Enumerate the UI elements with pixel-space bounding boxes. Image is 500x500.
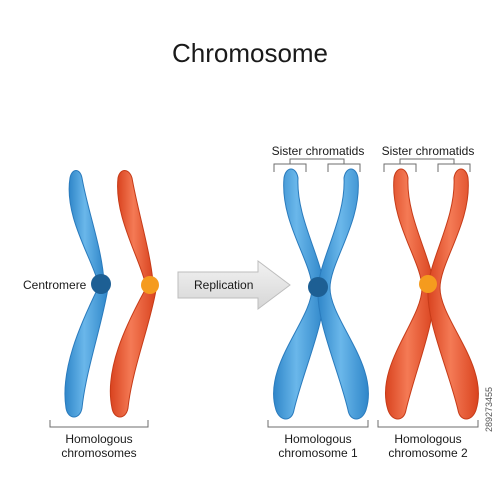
- sister-chromatids-label-1: Sister chromatids: [272, 144, 365, 158]
- red-chromosome: [109, 170, 159, 418]
- red-sister-chromatid-right: [427, 168, 479, 420]
- red-chromatid-upper-arm: [117, 170, 154, 283]
- red-centromere: [141, 276, 159, 294]
- homologous-chromosome-1-bracket: [267, 420, 369, 428]
- replication-arrow: Replication: [177, 260, 291, 310]
- homologous-chromosome-1-label-line1: Homologous: [284, 432, 351, 446]
- homologous-chromosomes-label-line2: chromosomes: [61, 446, 136, 460]
- homologous-chromosome-2-bracket: [377, 420, 479, 428]
- homologous-chromosome-2: [385, 168, 479, 420]
- replication-label: Replication: [194, 278, 253, 292]
- homologous-chromosome-pair: [64, 170, 159, 418]
- blue-chromosome: [64, 170, 111, 418]
- blue-replicated-centromere: [308, 277, 328, 297]
- homologous-chromosome-1-label-line2: chromosome 1: [278, 446, 358, 460]
- sister-chromatids-bracket-2: [383, 158, 471, 172]
- sister-chromatids-bracket-1: [273, 158, 361, 172]
- centromere-label: Centromere: [23, 278, 87, 292]
- red-sister-chromatid-left: [385, 168, 435, 420]
- blue-centromere: [91, 274, 111, 294]
- red-replicated-centromere: [419, 275, 437, 293]
- red-chromatid-lower-arm: [109, 289, 157, 418]
- homologous-chromosomes-bracket: [49, 420, 149, 428]
- homologous-chromosomes-label-line1: Homologous: [65, 432, 132, 446]
- watermark-id: 289273455: [484, 387, 494, 432]
- page-title: Chromosome: [172, 38, 328, 68]
- homologous-chromosome-1: [273, 168, 369, 420]
- blue-chromatid-upper-arm: [68, 170, 105, 283]
- homologous-chromosome-2-label-line2: chromosome 2: [388, 446, 468, 460]
- homologous-chromosome-2-label-line1: Homologous: [394, 432, 461, 446]
- blue-chromatid-lower-arm: [64, 287, 109, 418]
- blue-sister-chromatid-right: [317, 168, 369, 420]
- sister-chromatids-label-2: Sister chromatids: [382, 144, 475, 158]
